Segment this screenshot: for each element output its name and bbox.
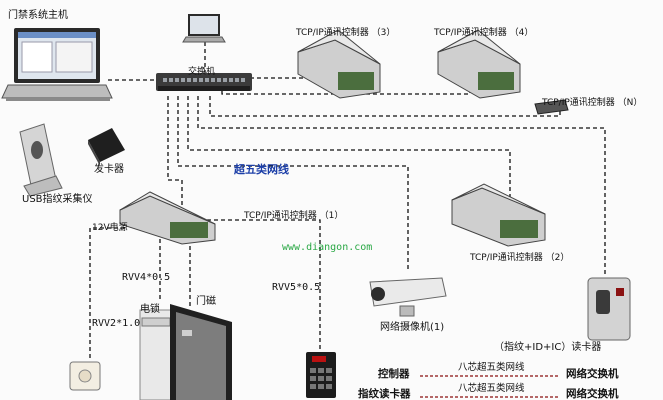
usb-fingerprint-collector [19,123,63,197]
controller-2-label: TCP/IP通讯控制器 （2） [470,253,570,263]
line-ctrl1-button [89,227,125,360]
legend-row-2-right: 网络交换机 [566,388,619,400]
controller-1 [119,191,216,245]
cable-label: 超五类网线 [234,163,289,176]
rvv2-label: RVV2*1.0 [92,318,141,329]
card-issuer [88,128,125,166]
management-laptop [182,14,226,43]
legend-lines [420,375,560,398]
watermark-label: www.diangon.com [282,242,373,253]
controller-4 [437,29,521,99]
line-switch-ctrlN [209,96,561,117]
legend-row-2-middle: 八芯超五类网线 [458,383,525,394]
controller-3 [297,29,381,99]
legend-row-1-right: 网络交换机 [566,368,619,380]
door [139,304,232,400]
usb-fingerprint-label: USB指纹采集仪 [22,194,93,205]
card-issuer-label: 发卡器 [94,164,124,175]
legend-row-1-left: 控制器 [378,368,410,380]
controller-N [534,99,569,115]
network-switch [156,73,252,91]
line-switch-ctrl1 [167,96,183,205]
controller-1-label: TCP/IP通讯控制器 （1） [244,211,344,221]
lock-label: 电锁 [140,304,160,315]
rvv5-label: RVV5*0.5 [272,282,321,293]
line-ctrl1-reader [200,219,321,350]
controller-N-label: TCP/IP通讯控制器 （N） [542,98,643,108]
controller-4-label: TCP/IP通讯控制器 （4） [434,28,534,38]
line-switch-camera [177,96,409,272]
host-computer [1,28,113,101]
rvv4-label: RVV4*0.5 [122,272,171,283]
switch-label: 交换机 [188,67,216,77]
controller-2 [451,183,546,247]
camera-label: 网络摄像机(1) [380,322,445,333]
door-magnet-label: 门磁 [196,296,216,307]
line-switch-ctrl2 [187,96,511,200]
fingerprint-card-reader [587,277,631,341]
line-switch-fpreader [197,96,606,275]
exit-button [69,361,101,391]
controller-3-label: TCP/IP通讯控制器 （3） [296,28,396,38]
legend-row-1-middle: 八芯超五类网线 [458,362,525,373]
network-camera [369,277,447,317]
legend-row-2-left: 指纹读卡器 [358,388,411,400]
host-label: 门禁系统主机 [8,10,68,21]
keypad-reader [306,352,336,398]
power-label: 12V电源 [92,223,128,233]
fingerprint-reader-label: （指纹+ID+IC）读卡器 [494,342,602,353]
